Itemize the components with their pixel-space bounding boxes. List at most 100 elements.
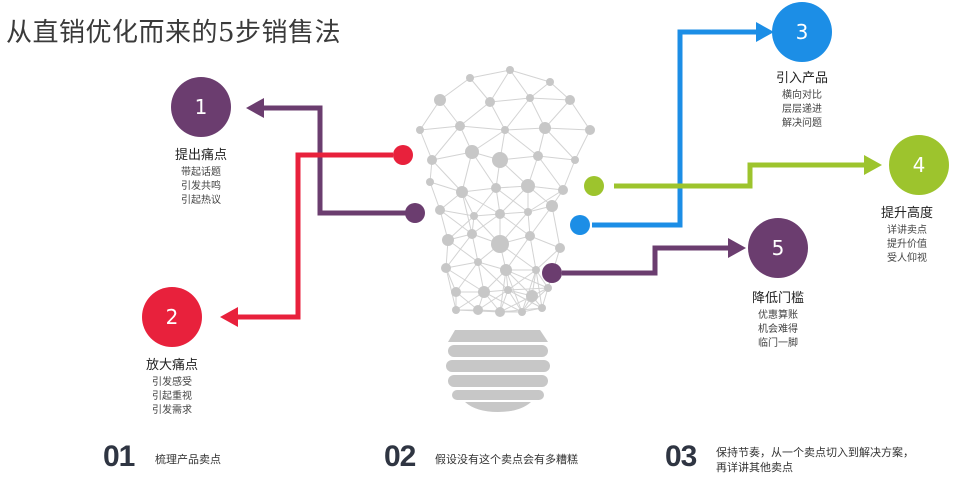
arrowhead-step-2 [220,307,238,327]
step-5-sub-1: 优惠算账 [758,310,798,321]
bulb-network-node [492,152,508,168]
bulb-network-link [535,269,543,309]
bulb-network-link [459,101,491,127]
bulb-network-node [455,121,465,131]
bulb-network-link [431,125,461,161]
bulb-network-link [505,269,533,297]
bulb-network-link [477,261,509,291]
page-title: 从直销优化而来的5步销售法 [6,18,342,48]
step-4-circle: 4 [889,135,949,195]
bulb-network-node [546,78,554,86]
bulb-network-link [461,191,501,215]
step-2-sub-3: 引发需求 [152,405,192,416]
bulb-network-link [445,261,479,269]
connector-step-2 [236,152,393,320]
connector-step-4 [614,162,866,189]
bulb-network-link [489,69,511,103]
bulb-network-link [504,129,539,157]
arrowhead-step-4 [864,155,882,175]
step-3-title: 引入产品 [775,71,828,86]
bulb-network-link [419,125,461,131]
bulb-network-link [505,235,531,271]
step-1-circle: 1 [171,77,231,137]
step-4-number: 4 [912,153,926,177]
step-3-sub-1: 横向对比 [782,90,822,101]
bulb-network-link [529,235,537,271]
step-1-title: 提出痛点 [174,148,227,163]
bulb-network-node [491,235,509,253]
arrowhead-step-1 [246,98,264,118]
bulb-network-node [434,94,446,106]
bulb-network-node [518,308,526,316]
step-2-title: 放大痛点 [145,358,198,373]
step-4-sub-3: 受人仰视 [887,253,927,264]
step-2-number: 2 [165,305,179,329]
bulb-network-link [455,261,479,293]
bulb-network-link [471,151,497,189]
step-1-sub-1: 带起话题 [181,167,221,178]
bulb-network-node [544,284,552,292]
bulb-network-link [507,289,523,313]
arrowhead-step-5 [728,238,746,258]
step-2-sub-1: 引发感受 [152,377,192,388]
bulb-network-link [569,99,591,131]
bulb-network-node [526,290,538,302]
bulb-network-link [507,269,537,291]
step-1-sub-3: 引起热议 [181,195,221,206]
bulb-network-link [529,81,551,99]
bulb-network-link [439,77,471,101]
bulb-ring-1 [448,345,548,357]
bulb-node-green [584,176,604,196]
bulb-network-link [544,99,571,129]
bulb-network-link [505,269,549,289]
bulb-network-node [500,264,512,276]
step-1-label: 提出痛点 带起话题 引发共鸣 引起热议 [141,148,261,208]
bulb-network-link [537,155,564,191]
lightbulb-base-icon [446,330,550,412]
bulb-network-node [526,94,534,102]
bulb-network-node [427,155,437,165]
step-2-circle: 2 [142,287,202,347]
step-3-label: 引入产品 横向对比 层层递进 解决问题 [742,71,862,131]
bottom-text-03-line-1: 保持节奏，从一个卖点切入到解决方案， [716,446,914,459]
bulb-network-link [469,77,491,103]
bulb-network-node [466,74,474,82]
bulb-network-node [473,305,483,315]
bulb-network-node [442,234,454,246]
bulb-network-node [451,287,461,297]
step-1-sub-2: 引发共鸣 [181,181,221,192]
connector-step-1 [262,105,408,216]
bulb-network-node [491,183,501,193]
bulb-network-link [473,187,497,217]
bulb-network-link [537,155,576,161]
step-3-number: 3 [795,20,809,44]
step-4-sub-2: 提升价值 [887,239,927,250]
bulb-network-link [544,127,576,161]
bulb-network-node [474,258,482,266]
bulb-network-link [574,129,591,161]
bulb-tip [465,402,531,412]
bulb-network-node [504,286,512,294]
step-1-number: 1 [194,95,208,119]
bulb-network-node [426,178,434,186]
bulb-network-node [416,126,424,134]
lightbulb-network-icon [416,66,595,317]
bulb-network-node [506,66,514,74]
bottom-number-01: 01 [103,440,135,473]
bulb-network-node [525,231,535,241]
bulb-network-link [419,99,441,131]
step-5-circle: 5 [748,218,808,278]
step-5-label: 降低门槛 优惠算账 机会难得 临门一脚 [718,291,838,351]
bulb-network-node [571,156,579,164]
bulb-network-node [555,243,565,253]
bulb-network-node [501,126,509,134]
bulb-network-link [469,69,511,79]
bulb-network-link [509,69,551,83]
bulb-node-blue [570,215,590,235]
bulb-network-link [445,267,457,311]
bulb-network-link [495,187,529,213]
bulb-node-purple-right [542,263,562,283]
bulb-network-link [489,97,531,103]
bulb-network-node [465,145,479,159]
